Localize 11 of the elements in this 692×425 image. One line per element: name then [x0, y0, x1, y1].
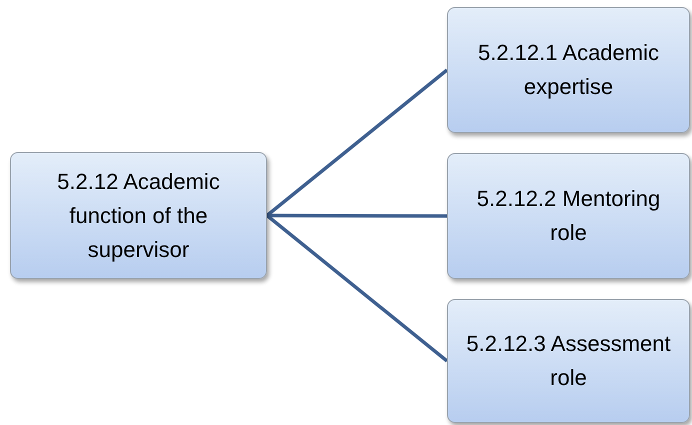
connector-line — [266, 214, 448, 362]
box-label: 5.2.12.3 Assessment role — [465, 330, 672, 392]
topic-box — [447, 7, 690, 133]
box-label: 5.2.12.1 Academic expertise — [476, 39, 660, 101]
box-label: 5.2.12 Academic function of the supervisor — [56, 168, 221, 264]
topic-box — [10, 152, 267, 279]
topic-box — [447, 153, 690, 279]
connector-line — [266, 68, 448, 217]
connector-line — [267, 214, 447, 218]
topic-box — [447, 299, 690, 423]
box-label: 5.2.12.2 Mentoring role — [476, 185, 662, 247]
